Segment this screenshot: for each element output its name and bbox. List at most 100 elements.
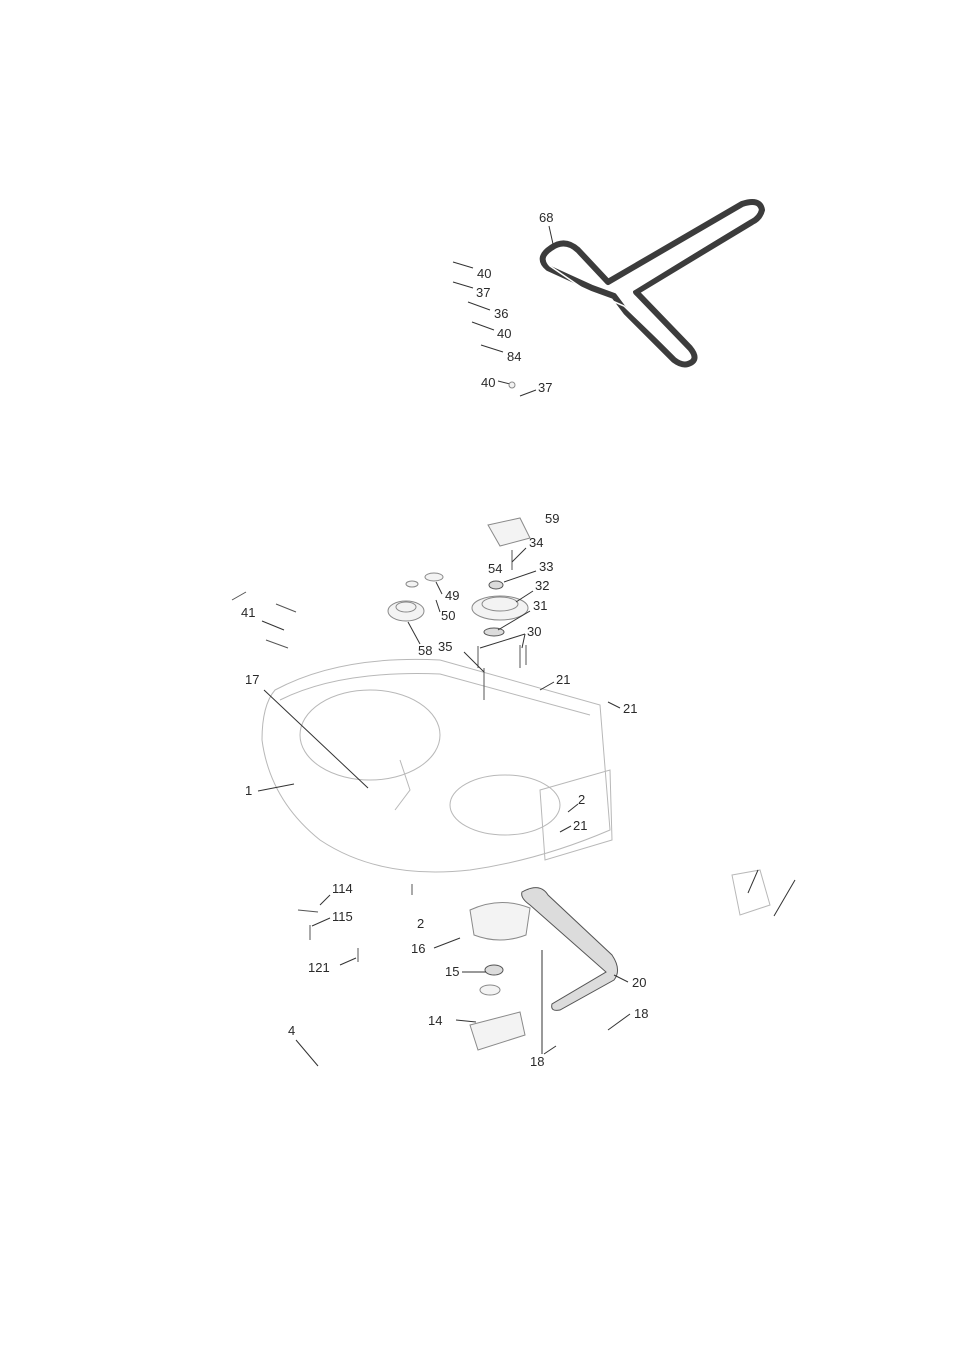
washer-50 [406,581,418,587]
callout-label: 41 [241,605,255,620]
callout-label: 35 [438,639,452,654]
blade-adapter-16 [470,902,530,940]
blade-housing-right [450,775,560,835]
callout-label: 58 [418,643,432,658]
callout-label: 68 [539,210,553,225]
side-bracket [732,870,770,915]
bolt-41a [232,592,246,600]
leader-20 [614,975,628,982]
bolt-41b [276,604,296,612]
leader-18a [608,1014,630,1030]
leader-115 [312,918,330,926]
arm-20 [522,888,618,1011]
deck-housing [262,659,610,872]
bolt-114 [298,910,318,912]
leader-41 [262,621,284,630]
leader-1 [258,784,294,791]
callout-label: 1 [245,783,252,798]
callout-label: 14 [428,1013,442,1028]
callout-label: 4 [288,1023,295,1038]
callout-label: 17 [245,672,259,687]
callout-label: 36 [494,306,508,321]
washer-49 [425,573,443,581]
deck-bracket [395,760,410,810]
callout-label: 34 [529,535,543,550]
callout-label: 37 [476,285,490,300]
leader-33 [504,571,536,582]
callout-label: 21 [573,818,587,833]
leader-40a [453,262,473,268]
leader-17 [264,690,368,788]
leader-37b [520,390,536,396]
callout-label: 40 [481,375,495,390]
leader-68 [549,226,553,244]
callout-label: 2 [417,916,424,931]
leader-58 [408,622,420,644]
leader-40b [472,322,494,330]
callout-label: 32 [535,578,549,593]
leader-18b2 [544,1046,556,1054]
bearing-14 [470,1012,525,1050]
washer-15 [485,965,503,975]
bracket-59 [488,518,530,546]
callout-label: 18 [634,1006,648,1021]
callout-label: 37 [538,380,552,395]
leader-21b [608,702,620,708]
bolt-41c [266,640,288,648]
callout-label: 2 [578,792,585,807]
callout-label: 40 [477,266,491,281]
side-leader-a [748,870,758,893]
belt-callouts: 68 40 37 36 40 84 40 37 [476,210,553,395]
callout-label: 30 [527,624,541,639]
leader-21c [560,826,571,832]
callout-label: 21 [556,672,570,687]
callout-label: 20 [632,975,646,990]
leader-32 [516,591,533,602]
callout-label: 84 [507,349,521,364]
callout-label: 54 [488,561,502,576]
leader-30a [480,634,525,648]
leader-121 [340,958,356,965]
deck-rim [280,674,590,715]
pulley-32-inner [482,597,518,611]
callout-label: 40 [497,326,511,341]
cap-15b [480,985,500,995]
callout-label: 50 [441,608,455,623]
idler-pulley-58-inner [396,602,416,612]
leader-4 [296,1040,318,1066]
nut-33 [489,581,503,589]
blade-housing-left [300,690,440,780]
small-washer [509,382,515,388]
leader-84 [481,345,503,352]
leader-21a [540,682,554,690]
callout-label: 21 [623,701,637,716]
leader-49 [436,582,442,594]
callout-label: 16 [411,941,425,956]
leader-34 [512,548,526,562]
callout-label: 18 [530,1054,544,1069]
callout-label: 59 [545,511,559,526]
callout-label: 121 [308,960,330,975]
leader-114 [320,895,330,905]
leader-36 [468,302,490,310]
leader-50 [436,600,440,612]
callout-label: 33 [539,559,553,574]
leader-35 [464,652,484,672]
callout-label: 31 [533,598,547,613]
leader-40c [498,381,510,384]
leader-16 [434,938,460,948]
spindle-31 [484,628,504,636]
callout-label: 114 [332,881,353,896]
leader-37a [453,282,473,288]
side-leader-b [774,880,795,916]
callout-label: 49 [445,588,459,603]
leader-2a [568,804,578,812]
deck-side-plate [540,770,612,860]
belt-diagram: 68 40 37 36 40 84 40 37 [453,202,762,396]
callout-label: 15 [445,964,459,979]
leader-30b [522,634,525,648]
leader-14 [456,1020,476,1022]
